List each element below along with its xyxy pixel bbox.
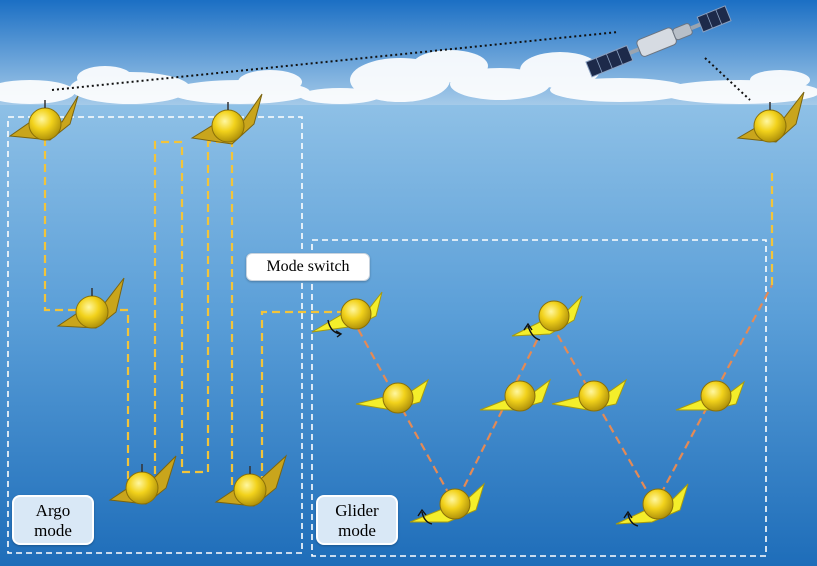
glider-mode-frame: [311, 239, 767, 557]
argo-mode-line1: Argo: [35, 501, 71, 520]
mode-switch-text: Mode switch: [266, 258, 350, 275]
argo-float-icon: [736, 91, 805, 143]
underwater-glider-icon: [675, 380, 746, 412]
mode-switch-label: Mode switch: [246, 253, 370, 281]
argo-float-icon: [56, 277, 125, 329]
underwater-glider-icon: [311, 291, 383, 338]
argo-float-icon: [190, 93, 263, 145]
argo-float-icon: [108, 455, 177, 505]
underwater-glider-icon: [551, 378, 628, 412]
satellite-icon: [585, 5, 732, 78]
underwater-glider-icon: [355, 378, 429, 414]
glider-mode-label: Glider mode: [316, 495, 398, 545]
argo-mode-label: Argo mode: [12, 495, 94, 545]
clouds: [0, 50, 817, 104]
underwater-glider-icon: [479, 378, 552, 412]
rotation-arrow-icon: [421, 511, 433, 525]
rotation-arrow-icon: [327, 319, 341, 335]
argo-float-icon: [8, 95, 79, 141]
underwater-glider-icon: [511, 295, 583, 341]
argo-mode-frame: [7, 116, 303, 554]
argo-float-icon: [214, 454, 288, 507]
rotation-arrow-icon: [527, 325, 541, 341]
argo-profile-path: [43, 138, 342, 487]
argo-mode-line2: mode: [34, 521, 72, 540]
rotation-arrow-icon: [627, 513, 639, 527]
glider-mode-line2: mode: [338, 521, 376, 540]
underwater-glider-icon: [615, 483, 689, 527]
glider-mode-line1: Glider: [335, 501, 379, 520]
underwater-glider-icon: [409, 482, 486, 525]
uplink-line-glider: [704, 57, 751, 101]
